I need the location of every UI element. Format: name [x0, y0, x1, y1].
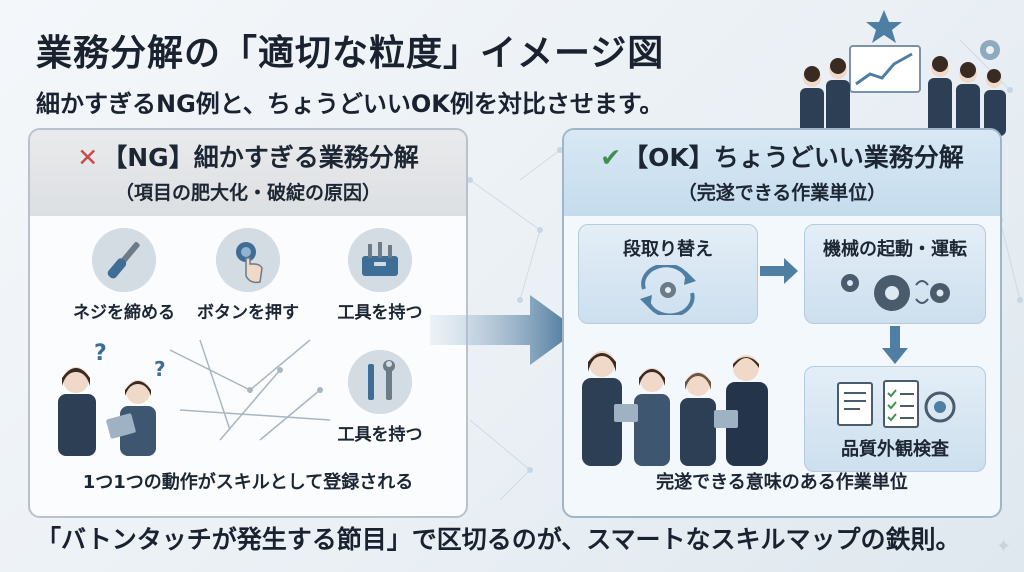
team-workers-illustration — [582, 351, 768, 466]
ok-step-box: 機械の起動・運転 — [804, 224, 986, 324]
ok-panel: ✔【OK】ちょうどいい業務分解 （完遂できる作業単位） 段取り替え 機械の起動・… — [562, 128, 1002, 518]
button-press-icon — [216, 228, 280, 292]
ng-panel-header: ✕【NG】細かすぎる業務分解 （項目の肥大化・破綻の原因） — [30, 130, 466, 216]
wrench-screwdriver-icon — [348, 350, 412, 414]
ok-subheading: （完遂できる作業単位） — [677, 182, 887, 204]
ok-step-box: 品質外観検査 — [804, 366, 986, 472]
check-icon: ✔ — [600, 143, 622, 172]
sparkle-icon: ✦ — [996, 536, 1012, 557]
ok-step-label: 段取り替え — [623, 239, 713, 260]
ok-step-label: 機械の起動・運転 — [823, 239, 967, 260]
confused-workers-illustration: ? ? — [58, 341, 166, 456]
ng-item: 工具を持つ — [320, 228, 440, 323]
ng-panel: ✕【NG】細かすぎる業務分解 （項目の肥大化・破綻の原因） ネジを締める ボタン… — [28, 128, 468, 518]
page-title: 業務分解の「適切な粒度」イメージ図 — [36, 33, 665, 74]
toolbox-icon — [348, 228, 412, 292]
ng-heading: 【NG】細かすぎる業務分解 — [102, 143, 419, 172]
ng-item-label: 工具を持つ — [337, 425, 423, 445]
ng-item-label: 工具を持つ — [337, 303, 423, 323]
ok-step-label: 品質外観検査 — [841, 439, 949, 460]
ng-item-label: ネジを締める — [73, 303, 175, 323]
chart-board-icon — [849, 45, 921, 93]
svg-text:?: ? — [94, 341, 107, 366]
transition-arrow-icon — [430, 295, 578, 365]
svg-text:?: ? — [154, 357, 166, 381]
ng-item-label: ボタンを押す — [197, 303, 299, 323]
bottom-takeaway-text: 「バトンタッチが発生する節目」で区切るのが、スマートなスキルマップの鉄則。 — [36, 525, 961, 554]
ng-subheading: （項目の肥大化・破綻の原因） — [114, 182, 381, 204]
ok-heading: 【OK】ちょうどいい業務分解 — [623, 143, 964, 172]
inspection-checklist-icon — [837, 380, 956, 428]
step-arrow-right-icon — [760, 258, 798, 284]
changeover-cycle-icon — [640, 265, 696, 315]
ng-item: ボタンを押す — [188, 228, 308, 323]
ok-panel-header: ✔【OK】ちょうどいい業務分解 （完遂できる作業単位） — [564, 130, 1000, 216]
gear-icon — [980, 40, 1000, 60]
page-subtitle: 細かすぎるNG例と、ちょうどいいOK例を対比させます。 — [36, 90, 664, 118]
cross-icon: ✕ — [77, 143, 99, 172]
business-team-illustration — [800, 10, 1006, 136]
ok-step-box: 段取り替え — [578, 224, 758, 324]
screwdriver-icon — [92, 228, 156, 292]
ng-item: ネジを締める — [64, 228, 184, 323]
gears-icon — [841, 274, 950, 311]
scattered-lines-decoration — [169, 339, 331, 441]
ng-item: 工具を持つ — [320, 350, 440, 445]
ok-footer: 完遂できる意味のある作業単位 — [656, 472, 908, 493]
step-arrow-down-icon — [882, 326, 908, 364]
star-icon — [866, 10, 902, 43]
ng-footer: 1つ1つの動作がスキルとして登録される — [82, 472, 414, 493]
